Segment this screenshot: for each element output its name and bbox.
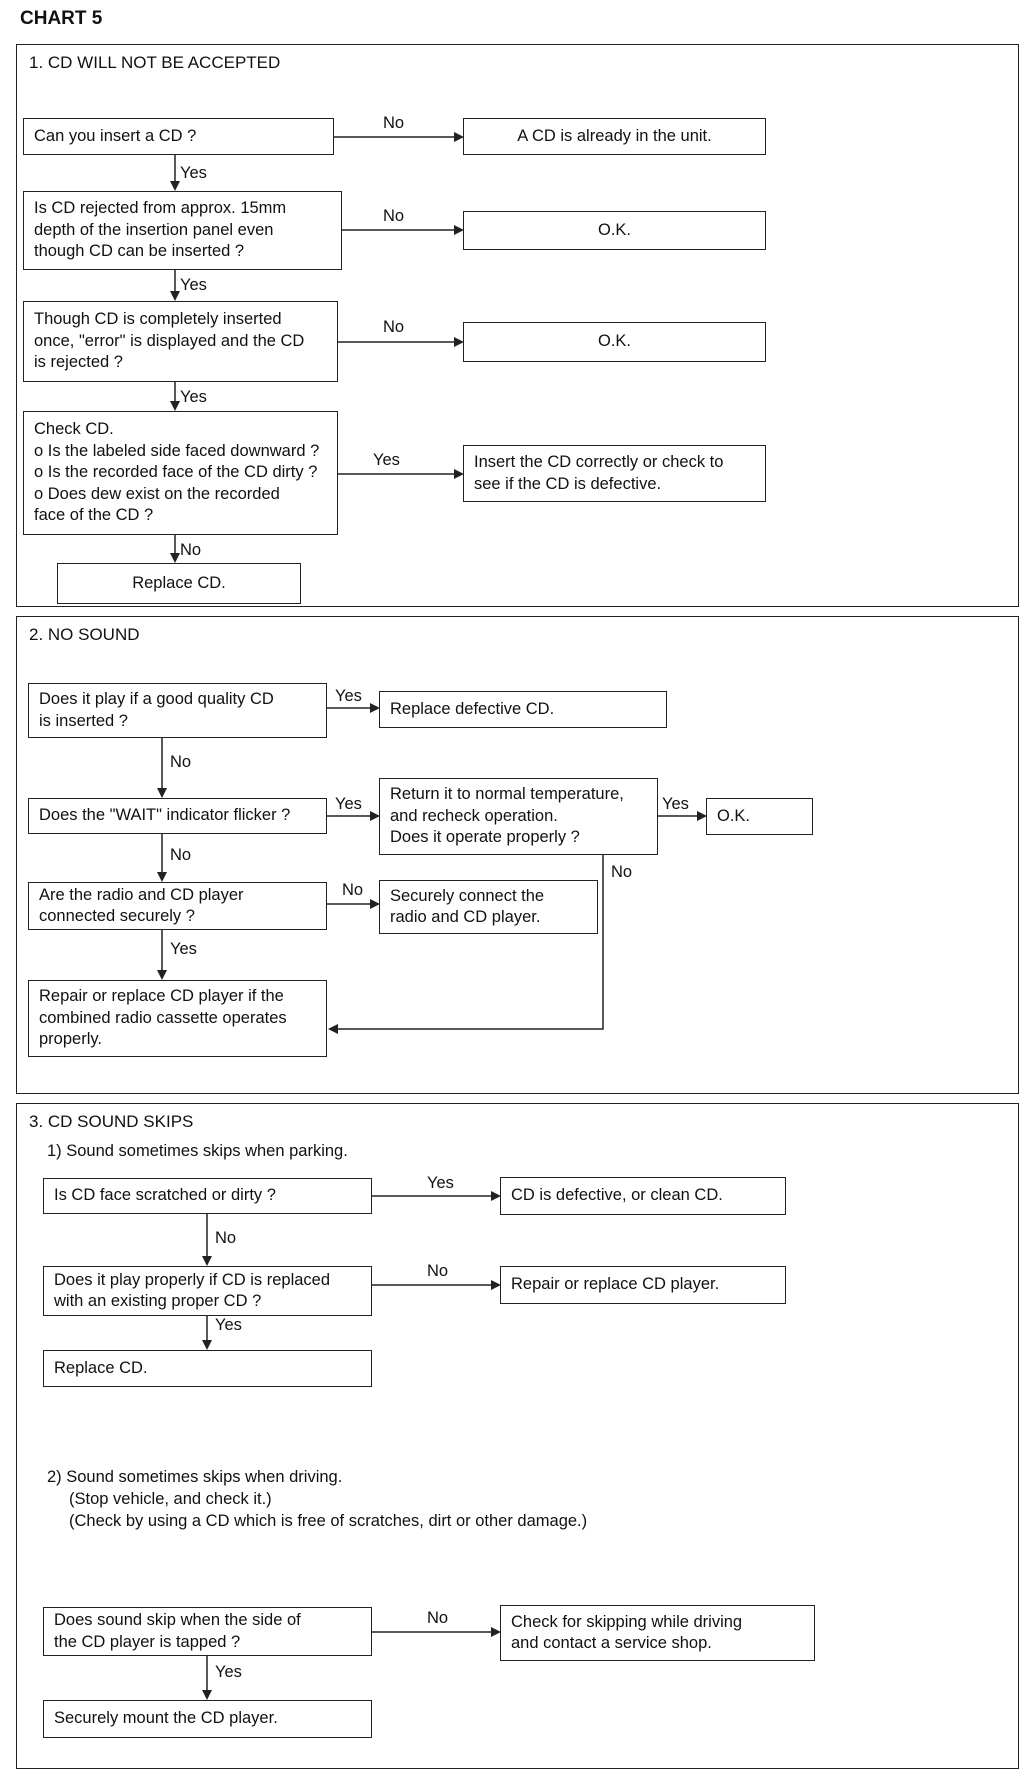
s3-q2-existing-proper-cd: Does it play properly if CD is replaced … xyxy=(43,1266,372,1316)
s3-q3-no-label: No xyxy=(427,1609,449,1627)
s2-q3-connected-securely: Are the radio and CD player connected se… xyxy=(28,882,327,930)
s3-securely-mount-player: Securely mount the CD player. xyxy=(43,1700,372,1738)
s2-securely-connect: Securely connect the radio and CD player… xyxy=(379,880,598,934)
s3-q1-yes-label: Yes xyxy=(427,1174,454,1192)
s2-q2-no-label: No xyxy=(170,846,192,864)
s2-q2-yes-label: Yes xyxy=(335,795,362,813)
s3-check-skipping-driving: Check for skipping while driving and con… xyxy=(500,1605,815,1661)
s2-q1-good-cd: Does it play if a good quality CD is ins… xyxy=(28,683,327,738)
s2-replace-defective-cd: Replace defective CD. xyxy=(379,691,667,728)
s1-q3-yes-label: Yes xyxy=(180,388,207,406)
section-no-sound: 2. NO SOUND Does it play if a good quali… xyxy=(16,616,1019,1094)
s2-q1-yes-result: Replace defective CD. xyxy=(390,699,555,718)
s3-q1-text: Is CD face scratched or dirty ? xyxy=(54,1186,276,1205)
s1-q1-yes-label: Yes xyxy=(180,164,207,182)
s2-temp-yes-label: Yes xyxy=(662,795,689,813)
s1-q1-text: Can you insert a CD ? xyxy=(34,126,197,145)
s3-q1-yes-result: CD is defective, or clean CD. xyxy=(511,1186,723,1205)
s1-q2-ok: O.K. xyxy=(463,211,766,250)
s1-q2-rejected-15mm: Is CD rejected from approx. 15mm depth o… xyxy=(23,191,342,270)
s1-cd-already-in-unit: A CD is already in the unit. xyxy=(463,118,766,155)
s1-q1-no-label: No xyxy=(383,114,405,132)
s3-replace-cd: Replace CD. xyxy=(43,1350,372,1387)
s1-q3-ok: O.K. xyxy=(463,322,766,362)
s3-q1-scratched-dirty: Is CD face scratched or dirty ? xyxy=(43,1178,372,1214)
s3-q2-yes-label: Yes xyxy=(215,1316,242,1334)
s1-q4-yes-result: Insert the CD correctly or check to see … xyxy=(474,453,724,493)
s2-temp-yes-result: O.K. xyxy=(717,806,751,825)
s3-q2-yes-result: Replace CD. xyxy=(54,1358,148,1377)
s1-replace-cd: Replace CD. xyxy=(57,563,301,604)
s2-q3-no-label: No xyxy=(342,881,364,899)
s2-final-text: Repair or replace CD player if the combi… xyxy=(39,987,287,1049)
s3-q2-no-result: Repair or replace CD player. xyxy=(511,1275,720,1294)
s3-subsection2-line3: (Check by using a CD which is free of sc… xyxy=(69,1512,588,1530)
s1-q4-yes-label: Yes xyxy=(373,451,400,469)
s3-q3-tapped-side: Does sound skip when the side of the CD … xyxy=(43,1607,372,1656)
s1-q3-no-label: No xyxy=(383,318,405,336)
s2-q3-text: Are the radio and CD player connected se… xyxy=(39,885,244,925)
s1-insert-correctly: Insert the CD correctly or check to see … xyxy=(463,445,766,502)
s3-q3-yes-result: Securely mount the CD player. xyxy=(54,1709,278,1728)
s3-q1-no-label: No xyxy=(215,1229,237,1247)
s2-q1-text: Does it play if a good quality CD is ins… xyxy=(39,690,274,730)
s3-repair-replace-player: Repair or replace CD player. xyxy=(500,1266,786,1304)
section-cd-sound-skips: 3. CD SOUND SKIPS 1) Sound sometimes ski… xyxy=(16,1103,1019,1769)
s2-return-normal-temp: Return it to normal temperature, and rec… xyxy=(379,778,658,855)
section2-title: 2. NO SOUND xyxy=(29,625,140,644)
s1-q1-no-result: A CD is already in the unit. xyxy=(517,126,712,145)
s2-q2-wait-flicker: Does the "WAIT" indicator flicker ? xyxy=(28,798,327,834)
s2-q3-yes-label: Yes xyxy=(170,940,197,958)
s2-temp-no-label: No xyxy=(611,863,633,881)
s2-q1-no-label: No xyxy=(170,753,192,771)
s1-q3-no-result: O.K. xyxy=(597,332,631,351)
s1-q2-yes-label: Yes xyxy=(180,276,207,294)
s3-q3-no-result: Check for skipping while driving and con… xyxy=(511,1612,743,1652)
s2-ok: O.K. xyxy=(706,798,813,835)
s1-q2-text: Is CD rejected from approx. 15mm depth o… xyxy=(34,199,287,261)
s1-q2-no-label: No xyxy=(383,207,405,225)
s1-q3-text: Though CD is completely inserted once, "… xyxy=(34,310,305,372)
s2-q2-yes-result: Return it to normal temperature, and rec… xyxy=(390,785,624,847)
s3-q3-text: Does sound skip when the side of the CD … xyxy=(54,1611,301,1651)
s2-repair-replace-player: Repair or replace CD player if the combi… xyxy=(28,980,327,1057)
s2-q2-text: Does the "WAIT" indicator flicker ? xyxy=(39,806,291,825)
s3-q3-yes-label: Yes xyxy=(215,1663,242,1681)
s1-q2-no-result: O.K. xyxy=(597,220,631,239)
section1-title: 1. CD WILL NOT BE ACCEPTED xyxy=(29,53,281,72)
chart-title: CHART 5 xyxy=(20,8,103,29)
s3-subsection1-title: 1) Sound sometimes skips when parking. xyxy=(47,1142,348,1160)
s2-q3-no-result: Securely connect the radio and CD player… xyxy=(390,886,545,926)
s1-q4-no-result: Replace CD. xyxy=(132,573,226,592)
s3-subsection2-line2: (Stop vehicle, and check it.) xyxy=(69,1490,272,1508)
s1-q1-insert-cd: Can you insert a CD ? xyxy=(23,118,334,155)
s1-q3-error-displayed: Though CD is completely inserted once, "… xyxy=(23,301,338,382)
s2-q1-yes-label: Yes xyxy=(335,687,362,705)
s1-q4-check-cd: Check CD. o Is the labeled side faced do… xyxy=(23,411,338,535)
section-cd-not-accepted: 1. CD WILL NOT BE ACCEPTED Can you inser… xyxy=(16,44,1019,607)
s1-q4-text: Check CD. o Is the labeled side faced do… xyxy=(34,420,320,525)
s3-cd-defective-clean: CD is defective, or clean CD. xyxy=(500,1177,786,1215)
section3-title: 3. CD SOUND SKIPS xyxy=(29,1112,194,1131)
s3-q2-text: Does it play properly if CD is replaced … xyxy=(54,1270,331,1310)
s1-q4-no-label: No xyxy=(180,541,202,559)
s3-subsection2-line1: 2) Sound sometimes skips when driving. xyxy=(47,1468,343,1486)
s3-q2-no-label: No xyxy=(427,1262,449,1280)
